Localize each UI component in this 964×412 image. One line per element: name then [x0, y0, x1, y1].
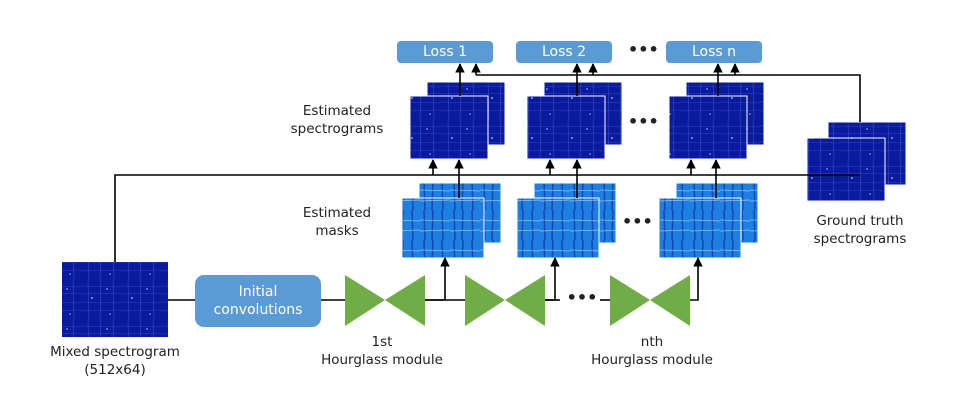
estimated-spectrogram-stack-n [668, 81, 765, 160]
mixed-spectrogram-label: Mixed spectrogram (512x64) [50, 344, 180, 378]
estimated-spectrogram-stack-1 [409, 81, 506, 160]
loss-ellipsis: ••• [628, 40, 659, 59]
hourglass-1-label: 1st Hourglass module [321, 334, 443, 368]
hourglass-module-n [610, 275, 690, 326]
loss-1-box: Loss 1 [397, 41, 493, 63]
mixed-spectrogram-image [62, 262, 168, 337]
mask-ellipsis: ••• [622, 212, 653, 231]
loss-n-box: Loss n [666, 41, 762, 63]
initial-convolutions-box: Initial convolutions [195, 275, 321, 327]
hourglass-n-label: nth Hourglass module [591, 334, 713, 368]
hourglass-module-1 [345, 275, 425, 326]
ground-truth-label: Ground truth spectrograms [813, 213, 907, 247]
connection-lines [114, 63, 861, 301]
hourglass-module-2 [465, 275, 545, 326]
loss-2-box: Loss 2 [516, 41, 612, 63]
estimated-mask-stack-2 [516, 182, 617, 259]
estimated-mask-stack-n [658, 182, 759, 259]
estimated-masks-label: Estimated masks [302, 205, 372, 239]
spectrogram-ellipsis: ••• [628, 112, 659, 131]
ground-truth-spectrogram-stack [806, 121, 907, 202]
estimated-spectrograms-label: Estimated spectrograms [290, 103, 384, 137]
hourglass-ellipsis: ••• [566, 288, 598, 307]
estimated-spectrogram-stack-2 [526, 81, 623, 160]
estimated-mask-stack-1 [401, 182, 502, 259]
